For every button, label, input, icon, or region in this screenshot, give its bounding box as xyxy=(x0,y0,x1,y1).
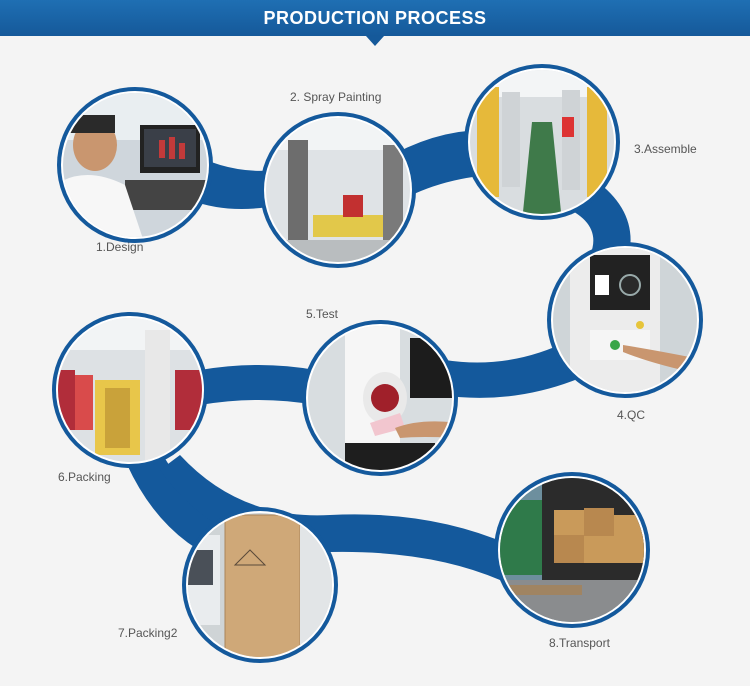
step-1-photo xyxy=(57,87,213,243)
header-notch xyxy=(366,36,384,46)
step-label-packing: 6.Packing xyxy=(58,470,111,484)
step-label-spray-painting: 2. Spray Painting xyxy=(290,90,382,104)
step-5-photo xyxy=(302,320,458,476)
step-label-assemble: 3.Assemble xyxy=(634,142,697,156)
step-8-photo xyxy=(494,472,650,628)
step-4-photo xyxy=(547,242,703,398)
step-3-photo xyxy=(464,64,620,220)
step-label-qc: 4.QC xyxy=(617,408,646,422)
step-7-photo xyxy=(182,507,338,663)
step-label-design: 1.Design xyxy=(96,240,144,254)
step-label-transport: 8.Transport xyxy=(549,636,610,650)
page-title: PRODUCTION PROCESS xyxy=(263,8,487,28)
step-label-test: 5.Test xyxy=(306,307,339,321)
step-6-photo xyxy=(52,312,208,468)
step-2-photo xyxy=(260,112,416,268)
step-label-packing2: 7.Packing2 xyxy=(118,626,178,640)
header-bar: PRODUCTION PROCESS xyxy=(0,0,750,46)
